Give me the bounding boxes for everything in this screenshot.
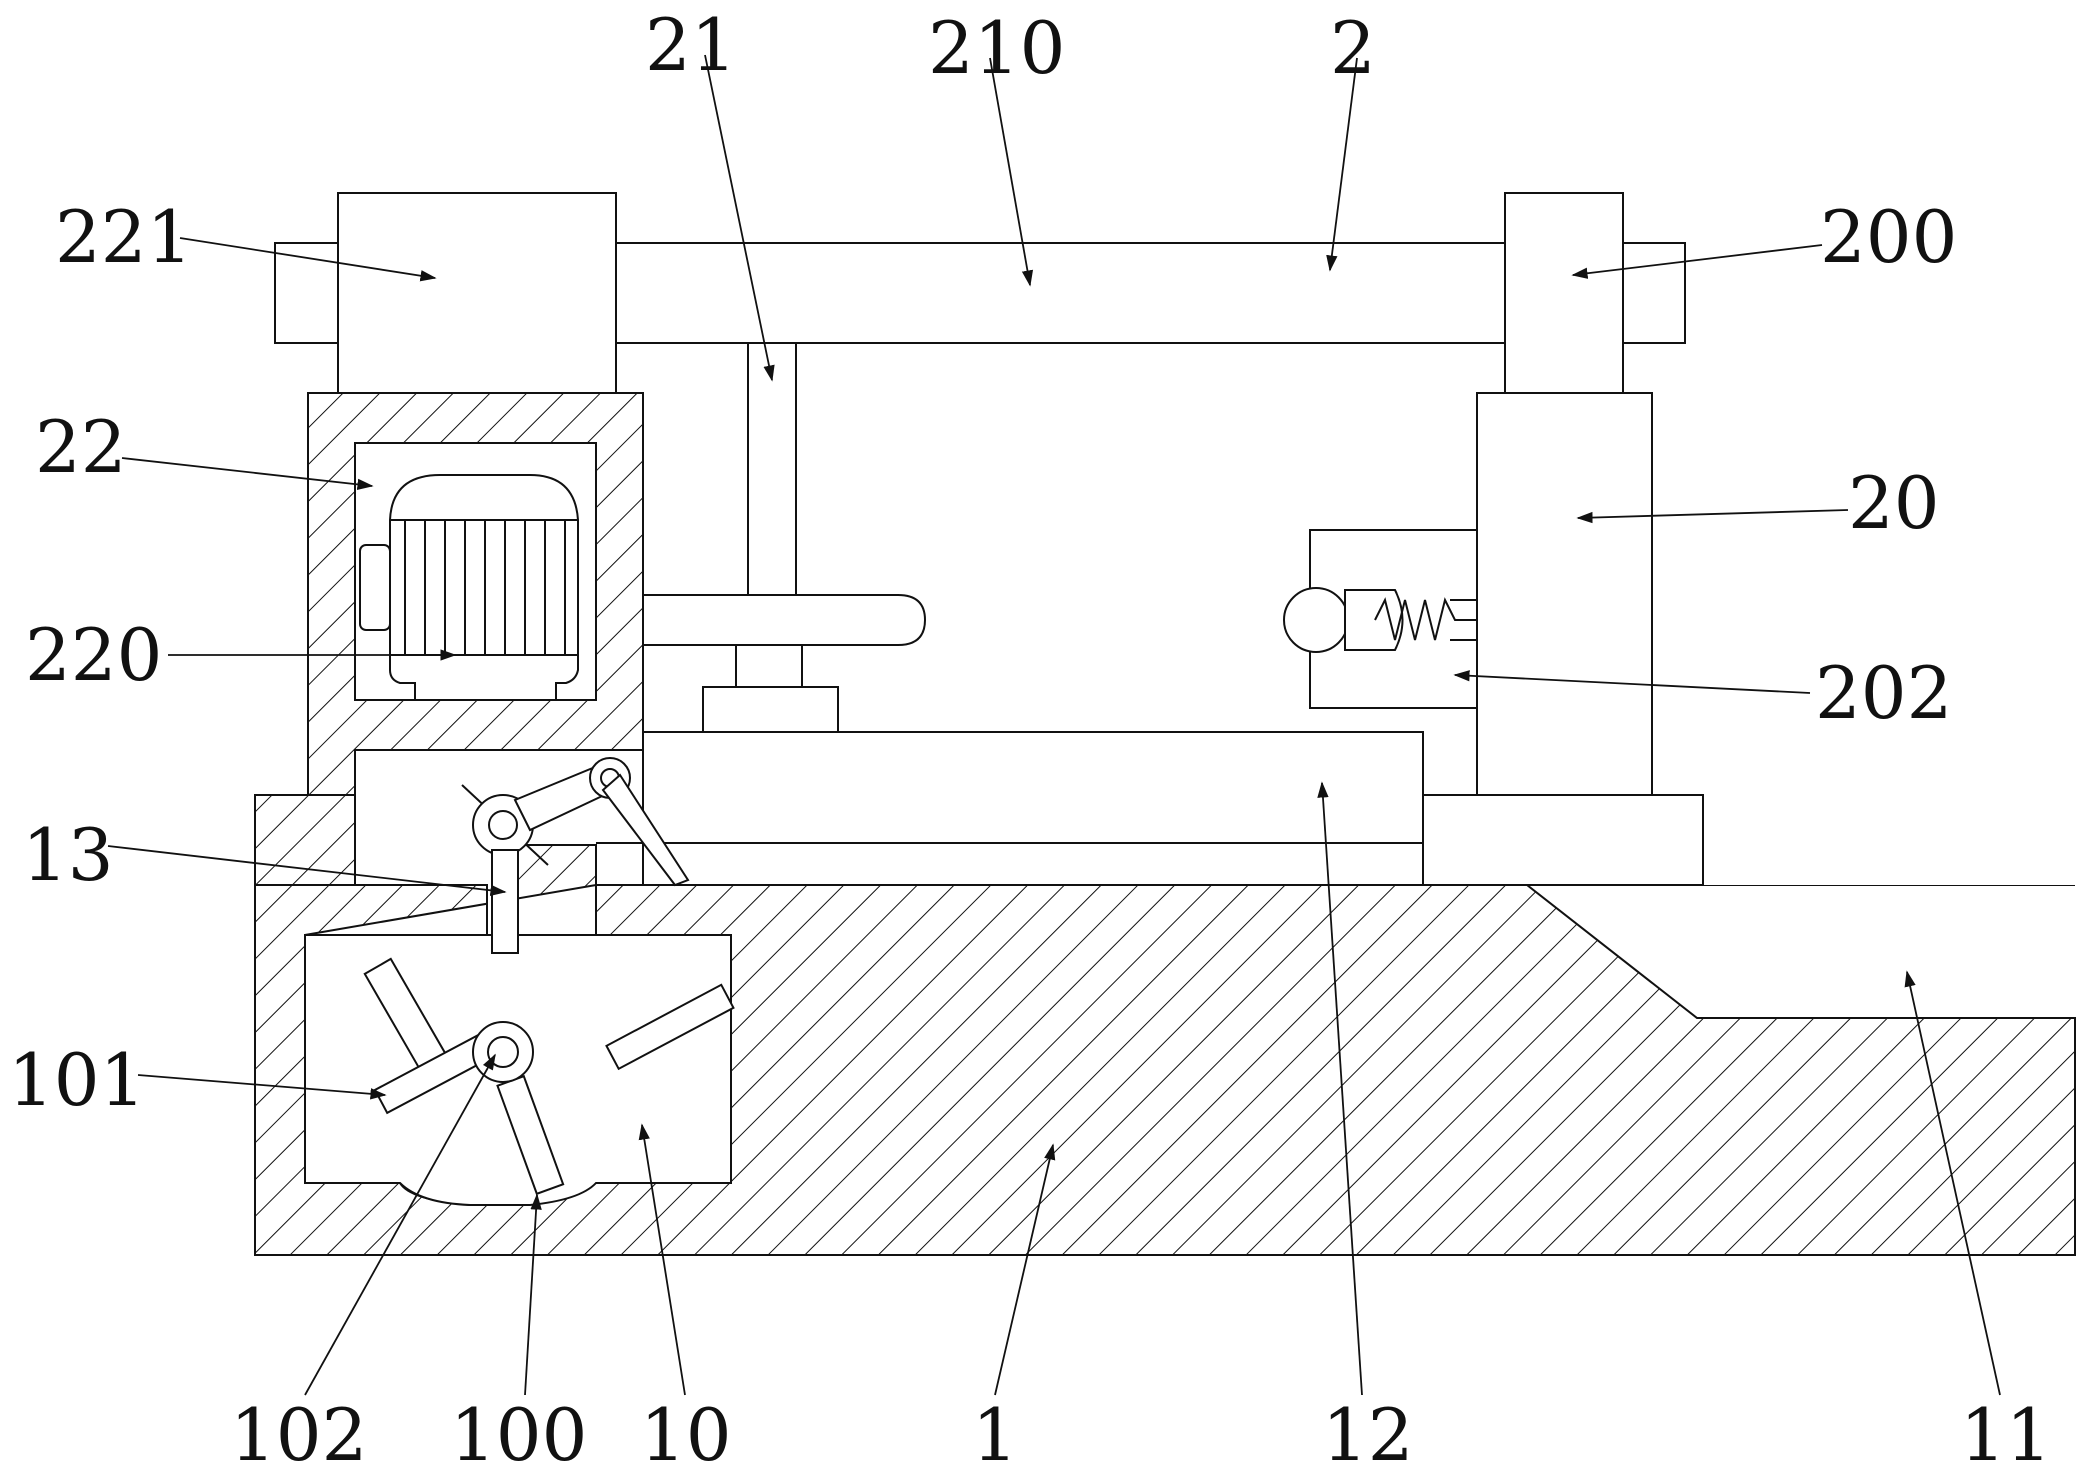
label-200: 200 (1820, 195, 1957, 279)
label-21: 21 (645, 3, 737, 87)
top-block-200 (1504, 192, 1624, 394)
label-1: 1 (972, 1393, 1018, 1473)
column-base (1422, 794, 1704, 886)
label-22: 22 (35, 405, 127, 489)
column-20 (1476, 392, 1653, 796)
label-11: 11 (1960, 1393, 2052, 1473)
label-2: 2 (1330, 6, 1376, 90)
motor-housing (307, 392, 644, 796)
label-221: 221 (55, 195, 192, 279)
leader-lines (107, 54, 2001, 1396)
label-10: 10 (640, 1393, 732, 1473)
slider-221 (337, 192, 617, 394)
ball-socket (1344, 589, 1404, 651)
label-101: 101 (8, 1038, 145, 1122)
label-220: 220 (25, 613, 162, 697)
rod-21 (747, 342, 797, 596)
label-100: 100 (450, 1393, 587, 1473)
label-12: 12 (1322, 1393, 1414, 1473)
label-13: 13 (22, 813, 114, 897)
linkage-13 (461, 757, 690, 954)
label-210: 210 (928, 6, 1065, 90)
label-202: 202 (1815, 651, 1952, 735)
label-20: 20 (1848, 461, 1940, 545)
callout-labels: 221 21 210 2 200 22 20 220 202 13 101 10… (8, 3, 2052, 1473)
platform-12 (642, 731, 1424, 886)
base-top-right (1527, 885, 2075, 886)
rod-foot (702, 686, 839, 733)
motor-220 (359, 474, 579, 701)
spring (1374, 597, 1477, 641)
arm (642, 594, 927, 646)
rod-neck (735, 644, 803, 688)
label-102: 102 (230, 1393, 367, 1473)
ball (1283, 587, 1349, 653)
